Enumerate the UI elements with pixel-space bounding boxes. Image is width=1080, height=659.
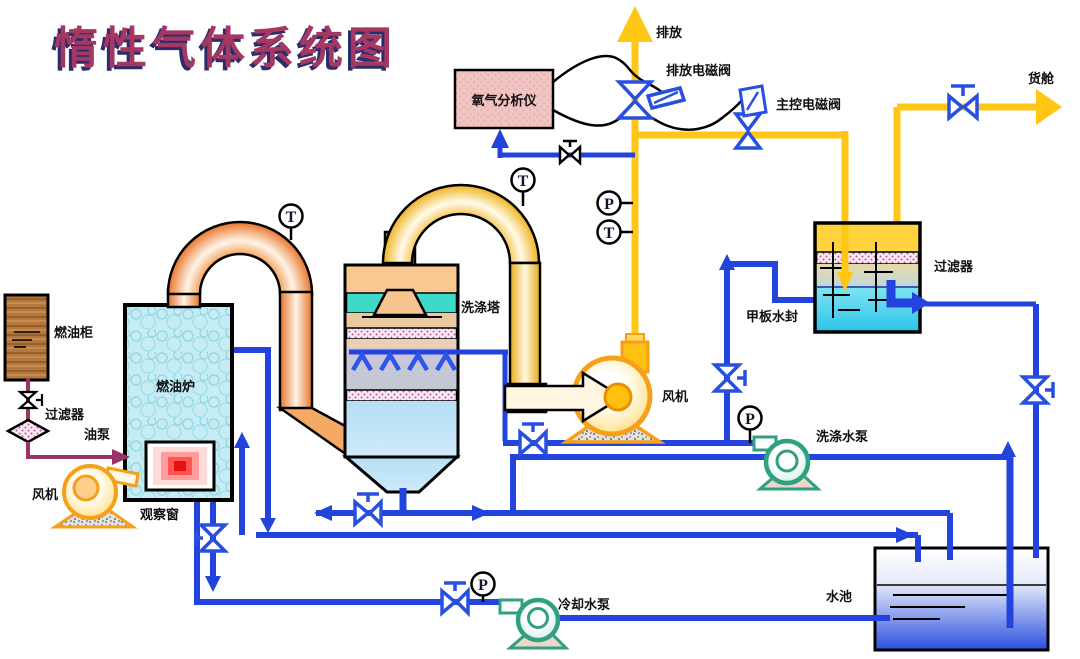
svg-text:P: P (478, 577, 488, 594)
label-fuel-tank: 燃油柜 (54, 325, 94, 340)
label-cargo-hold: 货舱 (1028, 71, 1055, 86)
gauges: T T P T P P (278, 167, 763, 602)
label-scrubber-tower: 洗涤塔 (461, 300, 501, 315)
pressure-gauge-main-line: P (596, 190, 633, 216)
label-master-solenoid-valve: 主控电磁阀 (776, 97, 842, 112)
scrubbing-water-pump (752, 435, 822, 491)
oil-filter (5, 418, 51, 444)
cooling-water-pump (498, 597, 570, 650)
label-observation-window: 观察窗 (140, 507, 180, 522)
scrubber-feed-valve (518, 422, 548, 459)
water-pool-tank (873, 546, 1050, 652)
fuel-oil-tank (3, 293, 50, 382)
drain-line-valve (353, 492, 383, 529)
scrubber-distributor (371, 288, 429, 317)
label-exhaust: 排放 (656, 25, 683, 40)
gas-flow-arrow (503, 370, 625, 424)
fuel-oil-furnace (123, 303, 234, 502)
diagram-title: 惰性气体系统图 (54, 24, 397, 73)
seal-outlet-arrow (886, 280, 930, 314)
fuel-oil-line (5, 378, 130, 465)
pressure-gauge-cool-pump: P (470, 571, 496, 602)
furnace-flue-pipe (166, 220, 349, 458)
label-furnace: 燃油炉 (156, 379, 196, 394)
tank-pipe-stubs (556, 457, 1039, 628)
label-deck-water-seal: 甲板水封 (746, 309, 799, 324)
scrubber-tower (341, 263, 508, 513)
label-scrubbing-water-pump: 洗涤水泵 (816, 429, 869, 444)
master-solenoid-valve (732, 84, 768, 150)
deck-water-seal (813, 221, 930, 334)
label-fan-left: 风机 (32, 487, 59, 502)
label-filter-left: 过滤器 (45, 407, 85, 422)
cargo-line-valve (947, 84, 979, 122)
water-flow-arrows (205, 129, 1016, 592)
temp-gauge-scrubber-outlet: T (510, 167, 536, 206)
seal-drain-valve (1018, 375, 1055, 405)
pressure-gauge-scrub-pump: P (737, 405, 763, 443)
exhaust-solenoid-valve (614, 80, 687, 120)
temp-gauge-furnace-flue: T (278, 203, 304, 240)
label-filter-right: 过滤器 (934, 259, 974, 274)
furnace-flame-window (144, 440, 216, 492)
furnace-drain-valve (194, 523, 230, 553)
svg-text:T: T (518, 173, 529, 190)
label-cooling-water-pump: 冷却水泵 (558, 597, 611, 612)
svg-text:P: P (745, 411, 755, 428)
temp-gauge-main-line: T (596, 219, 633, 245)
label-water-pool: 水池 (826, 589, 853, 604)
spray-nozzles (351, 350, 457, 372)
oxygen-analyzer-box (453, 68, 555, 130)
label-oxygen-analyzer: 氧气分析仪 (471, 93, 537, 108)
label-oil-pump: 油泵 (84, 427, 111, 442)
svg-text:P: P (604, 196, 614, 213)
cooling-line-valve (440, 581, 470, 618)
svg-text:T: T (286, 209, 297, 226)
seal-supply-valve (710, 363, 747, 393)
label-fan-main: 风机 (662, 389, 689, 404)
label-exhaust-solenoid-valve: 排放电磁阀 (666, 63, 732, 78)
analyzer-sample-valve (558, 139, 582, 166)
main-gas-fan (503, 333, 666, 444)
exhaust-arrow (617, 6, 653, 42)
svg-text:T: T (604, 225, 615, 242)
cargo-arrow (1036, 89, 1062, 125)
analyzer-control-lines (552, 54, 743, 131)
oil-valve (17, 390, 44, 410)
combustion-air-fan (50, 464, 140, 529)
